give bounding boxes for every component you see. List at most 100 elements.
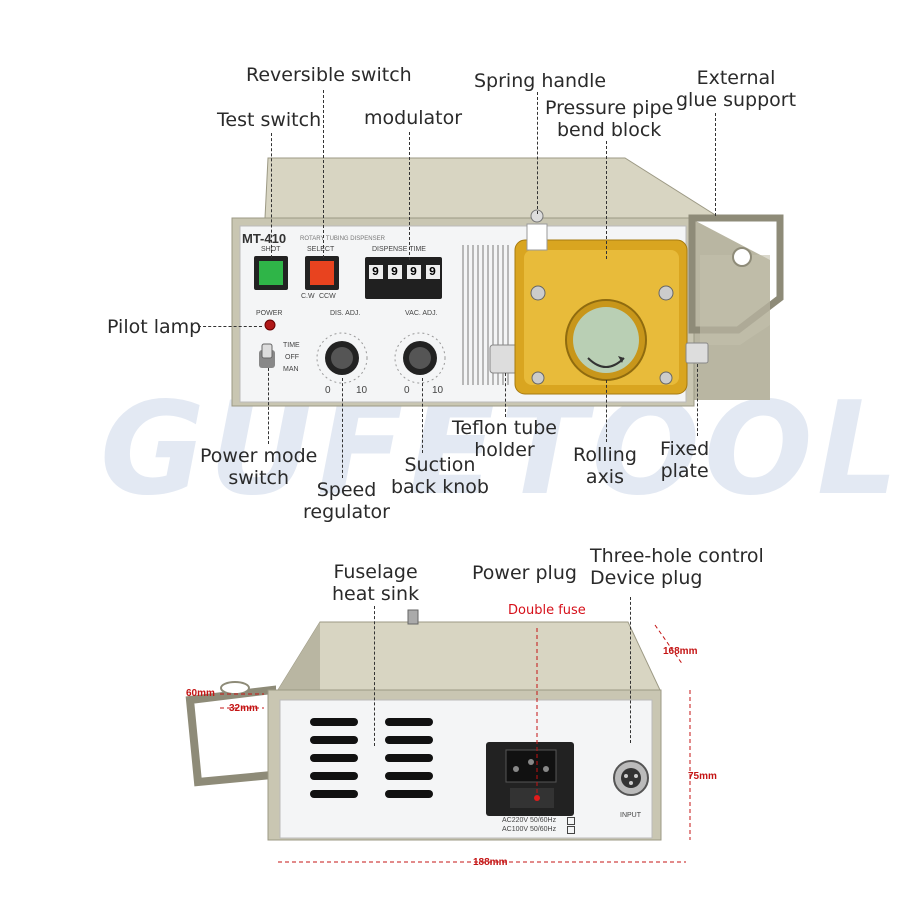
callout-speed-regulator: Speed regulator [303, 479, 390, 523]
ccw-label: CCW [319, 293, 336, 300]
callout-line: back knob [391, 476, 489, 498]
callout-line: holder [474, 439, 535, 461]
callout-line: External [696, 67, 776, 89]
leader-line [697, 364, 698, 436]
callout-three-hole-control: Three-hole control Device plug [590, 545, 764, 589]
counter-digit[interactable]: 9 [368, 265, 383, 279]
dimension-width: 188mm [473, 857, 508, 868]
off-mode-label: OFF [285, 354, 299, 361]
callout-pilot-lamp: Pilot lamp [107, 316, 202, 338]
leader-line [409, 132, 410, 260]
callout-line: heat sink [332, 583, 420, 605]
back-device-illustration [185, 609, 691, 863]
select-label: SELECT [307, 246, 335, 253]
callout-power-plug: Power plug [472, 562, 577, 584]
leader-line [323, 90, 324, 258]
callout-line: Suction [404, 454, 476, 476]
voltage-checkbox-220 [567, 817, 575, 825]
callout-line: Rolling [573, 444, 637, 466]
heat-sink-vent [385, 736, 433, 744]
callout-suction-back-knob: Suction back knob [391, 454, 489, 498]
counter-digit[interactable]: 9 [387, 265, 402, 279]
leader-line [505, 373, 506, 417]
time-mode-label: TIME [283, 342, 300, 349]
leader-line [422, 378, 423, 453]
counter-digit[interactable]: 9 [406, 265, 421, 279]
callout-line: Device plug [590, 567, 703, 589]
callout-reversible-switch: Reversible switch [246, 64, 412, 86]
leader-line [342, 378, 343, 478]
model-subtitle: ROTARY TUBING DISPENSER [300, 236, 385, 242]
dimension-holder-inner: 32mm [229, 703, 258, 714]
double-fuse-label: Double fuse [508, 603, 586, 618]
power-label: POWER [256, 310, 283, 317]
counter-digit[interactable]: 9 [425, 265, 440, 279]
power-plug-socket[interactable] [486, 742, 574, 816]
heat-sink-vent [310, 718, 358, 726]
input-label: INPUT [620, 812, 641, 819]
dimension-holder-width: 60mm [186, 688, 215, 699]
dispense-time-label: DISPENSE TIME [372, 246, 426, 253]
speed-regulator-knob[interactable] [325, 341, 359, 375]
leader-line [630, 597, 631, 743]
suction-back-knob[interactable] [403, 341, 437, 375]
callout-line: regulator [303, 501, 390, 523]
callout-line: plate [660, 460, 709, 482]
callout-line: bend block [556, 119, 662, 141]
vac-adj-label: VAC. ADJ. [405, 310, 438, 317]
callout-test-switch: Test switch [217, 109, 322, 131]
ac220-label: AC220V 50/60Hz [502, 817, 557, 824]
callout-fixed-plate: Fixed plate [660, 438, 709, 482]
callout-modulator: modulator [364, 107, 463, 129]
pilot-lamp-indicator [263, 318, 277, 332]
callout-rolling-axis: Rolling axis [573, 444, 637, 488]
three-hole-control-plug[interactable] [614, 761, 648, 795]
leader-line [606, 380, 607, 442]
leader-line [715, 113, 716, 216]
heat-sink-vent [385, 790, 433, 798]
callout-line: Pressure pipe [545, 97, 674, 119]
leader-line [606, 141, 607, 259]
test-switch-button[interactable] [254, 256, 288, 290]
callout-line: Fixed [660, 438, 710, 460]
callout-line: switch [228, 467, 290, 489]
dimension-height: 75mm [688, 771, 717, 782]
heat-sink-vent [385, 718, 433, 726]
dis-scale-max: 10 [356, 385, 368, 396]
callout-line: axis [585, 466, 624, 488]
vac-scale-min: 0 [404, 385, 410, 396]
callout-line: Three-hole control [590, 545, 764, 567]
dimension-depth: 168mm [663, 646, 698, 657]
callout-line: Fuselage [333, 561, 418, 583]
callout-line: Power mode [200, 445, 318, 467]
power-mode-toggle[interactable] [258, 343, 276, 369]
leader-line [198, 326, 262, 327]
time-counter[interactable]: 9 9 9 9 [366, 265, 442, 279]
reversible-switch-button[interactable] [305, 256, 339, 290]
shot-label: SHOT [261, 246, 281, 253]
man-mode-label: MAN [283, 366, 299, 373]
heat-sink-vent [385, 754, 433, 762]
callout-fuselage-heat-sink: Fuselage heat sink [332, 561, 419, 605]
callout-line: Teflon tube [452, 417, 557, 439]
cw-label: C.W [301, 293, 315, 300]
heat-sink-vent [310, 754, 358, 762]
callout-teflon-tube-holder: Teflon tube holder [452, 417, 557, 461]
heat-sink-vent [310, 790, 358, 798]
heat-sink-vent [310, 772, 358, 780]
voltage-checkbox-100 [567, 826, 575, 834]
callout-line: Speed [316, 479, 377, 501]
callout-pressure-pipe-bend-block: Pressure pipe bend block [545, 97, 673, 141]
callout-power-mode-switch: Power mode switch [200, 445, 317, 489]
heat-sink-vent [385, 772, 433, 780]
leader-line [271, 133, 272, 258]
leader-line [537, 92, 538, 214]
dis-adj-label: DIS. ADJ. [330, 310, 361, 317]
callout-line: glue support [676, 89, 797, 111]
callout-external-glue-support: External glue support [676, 67, 796, 111]
dis-scale-min: 0 [325, 385, 331, 396]
leader-line [268, 368, 269, 444]
heat-sink-vent [310, 736, 358, 744]
model-label: MT-410 [242, 231, 287, 246]
callout-spring-handle: Spring handle [474, 70, 607, 92]
